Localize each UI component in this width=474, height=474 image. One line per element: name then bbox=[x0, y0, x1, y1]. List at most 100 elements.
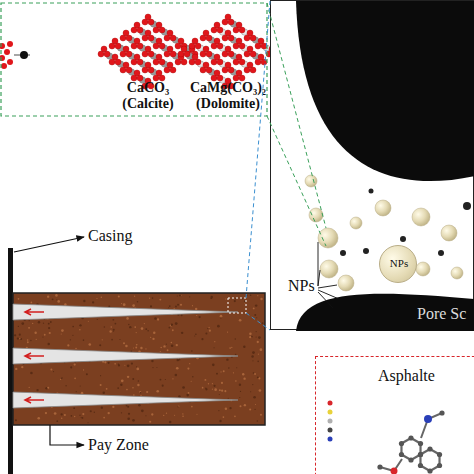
rock-grain bbox=[145, 328, 147, 330]
rock-grain bbox=[123, 342, 125, 344]
rock-grain bbox=[136, 344, 138, 346]
rock-grain bbox=[254, 314, 256, 316]
rock-grain bbox=[212, 383, 213, 384]
rock-grain bbox=[258, 354, 259, 355]
nanoparticle-circle: NPs bbox=[379, 245, 417, 283]
rock-grain bbox=[72, 326, 74, 328]
rock-grain bbox=[79, 329, 80, 330]
rock-grain bbox=[145, 415, 146, 416]
rock-grain bbox=[244, 303, 245, 304]
rock-grain bbox=[243, 345, 245, 347]
carbon-atom bbox=[427, 446, 432, 451]
rock-grain bbox=[209, 330, 211, 332]
rock-grain bbox=[217, 325, 220, 328]
rock-grain bbox=[221, 382, 223, 384]
oxygen-atom bbox=[200, 35, 206, 41]
rock-grain bbox=[254, 409, 255, 410]
rock-grain bbox=[101, 407, 103, 409]
rock-grain bbox=[31, 302, 33, 304]
rock-grain bbox=[97, 319, 98, 320]
rock-grain bbox=[208, 383, 209, 384]
oxygen-atom bbox=[98, 51, 104, 57]
rock-grain bbox=[55, 294, 58, 297]
oxygen-atom bbox=[239, 59, 245, 65]
nanoparticle bbox=[412, 208, 430, 226]
oxygen-atom bbox=[250, 51, 256, 57]
rock-grain bbox=[167, 349, 169, 351]
rock-grain bbox=[86, 373, 88, 375]
rock-grain bbox=[205, 387, 206, 388]
oxygen-atom bbox=[159, 27, 165, 33]
oxygen-atom bbox=[239, 43, 245, 49]
rock-grain bbox=[132, 387, 133, 388]
nanoparticle bbox=[320, 260, 338, 278]
oxygen-atom bbox=[142, 67, 148, 73]
rock-grain bbox=[231, 347, 232, 348]
oxygen-atom bbox=[233, 43, 239, 49]
rock-grain bbox=[159, 379, 161, 381]
rock-grain bbox=[141, 409, 144, 412]
rock-grain bbox=[218, 410, 219, 411]
rock-grain bbox=[260, 414, 262, 416]
oxygen-atom bbox=[206, 67, 212, 73]
oxygen-atom bbox=[131, 43, 137, 49]
rock-grain bbox=[150, 305, 152, 307]
rock-grain bbox=[152, 367, 153, 368]
nitrogen-atom bbox=[424, 415, 432, 423]
rock-grain bbox=[262, 322, 264, 324]
oxygen-atom bbox=[131, 59, 137, 65]
rock-grain bbox=[101, 297, 102, 298]
oxygen-atom bbox=[250, 35, 256, 41]
rock-grain bbox=[178, 358, 180, 360]
rock-grain bbox=[48, 343, 50, 345]
rock-grain bbox=[240, 391, 241, 392]
rock-grain bbox=[176, 344, 178, 346]
rock-grain bbox=[121, 412, 122, 413]
rock-grain bbox=[100, 375, 101, 376]
rock-grain bbox=[204, 379, 206, 381]
rock-grain bbox=[81, 392, 84, 395]
rock-grain bbox=[154, 317, 157, 320]
oxygen-atom bbox=[175, 59, 181, 65]
oxygen-atom bbox=[250, 67, 256, 73]
mineral-formula: CaMg(CO₃)₂ bbox=[190, 80, 266, 96]
pore-wall bbox=[296, 294, 474, 331]
rock-grain bbox=[201, 338, 203, 340]
atom-key-dot bbox=[328, 419, 333, 424]
oxygen-atom bbox=[170, 67, 176, 73]
rock-grain bbox=[174, 415, 175, 416]
rock-grain bbox=[61, 378, 62, 379]
rock-grain bbox=[45, 412, 47, 414]
rock-grain bbox=[36, 339, 37, 340]
node-text: NPs bbox=[380, 257, 418, 269]
rock-grain bbox=[106, 388, 108, 390]
oxygen-atom bbox=[170, 51, 176, 57]
rock-grain bbox=[50, 368, 52, 370]
rock-grain bbox=[64, 414, 66, 416]
oxygen-atom bbox=[0, 43, 5, 49]
rock-grain bbox=[88, 321, 89, 322]
rock-grain bbox=[72, 335, 73, 336]
rock-grain bbox=[229, 347, 231, 349]
rock-grain bbox=[225, 408, 227, 410]
rock-grain bbox=[170, 324, 172, 326]
oxygen-atom bbox=[4, 49, 10, 55]
rock-grain bbox=[127, 376, 129, 378]
rock-grain bbox=[163, 415, 164, 416]
rock-grain bbox=[156, 390, 159, 393]
rock-grain bbox=[15, 368, 17, 370]
rock-grain bbox=[126, 405, 128, 407]
rock-grain bbox=[129, 326, 131, 328]
mineral-formula: CaCO₃ bbox=[127, 80, 169, 96]
rock-grain bbox=[235, 338, 236, 339]
rock-grain bbox=[194, 335, 195, 336]
carbon-atom bbox=[427, 468, 432, 473]
rock-grain bbox=[127, 406, 129, 408]
perforation-tunnel bbox=[13, 304, 238, 320]
oxygen-atom bbox=[131, 27, 137, 33]
rock-grain bbox=[249, 336, 251, 338]
rock-grain bbox=[79, 415, 80, 416]
rock-grain bbox=[102, 339, 103, 340]
rock-grain bbox=[108, 412, 110, 414]
rock-grain bbox=[113, 331, 114, 332]
